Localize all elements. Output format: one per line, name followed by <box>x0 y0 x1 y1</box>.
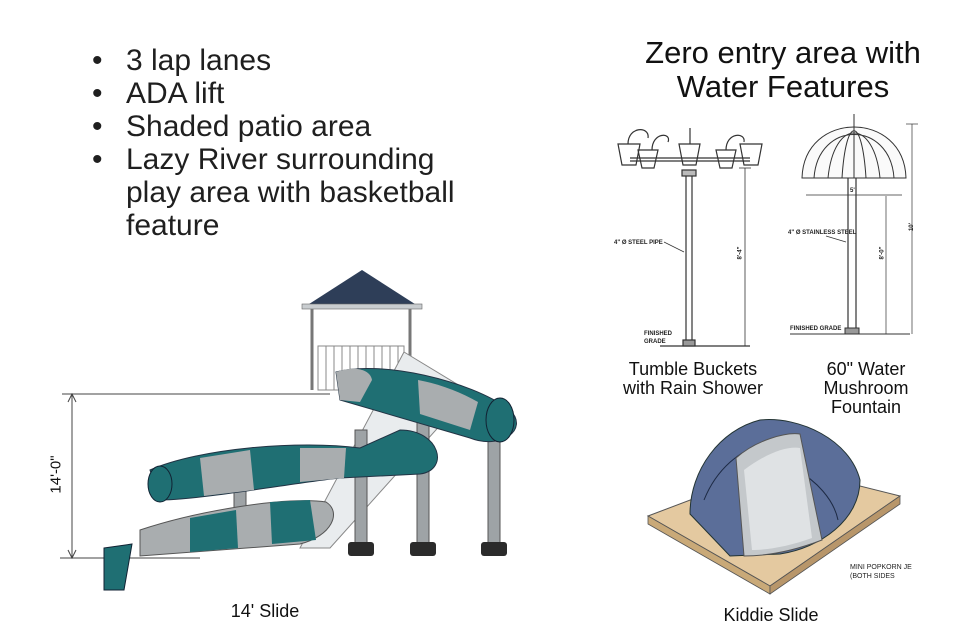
tumble-buckets-caption: Tumble Buckets with Rain Shower <box>622 359 764 398</box>
feature-item: ADA lift <box>92 77 486 110</box>
feature-item: Shaded patio area <box>92 110 486 143</box>
mushroom-width-label: 5' <box>850 188 855 194</box>
mushroom-caption: 60" Water Mushroom Fountain <box>823 359 909 417</box>
mushroom-grade-label: FINISHED GRADE <box>790 326 842 332</box>
kiddie-slide-note: MINI POPKORN JE (BOTH SIDES <box>850 564 912 580</box>
tumble-pipe-label: 4" Ø STEEL PIPE <box>614 240 663 246</box>
water-features-title: Zero entry area with Water Features <box>645 35 921 104</box>
mushroom-pipe-label: 4" Ø STAINLESS STEEL <box>788 230 857 236</box>
feature-item: 3 lap lanes <box>92 44 486 77</box>
tumble-grade-label: FINISHED GRADE <box>644 331 673 345</box>
slide-caption: 14' Slide <box>230 601 300 621</box>
feature-item: Lazy River surrounding play area with ba… <box>92 143 486 242</box>
kiddie-slide-caption: Kiddie Slide <box>723 605 819 625</box>
feature-list: 3 lap lanes ADA lift Shaded patio area L… <box>92 44 486 242</box>
